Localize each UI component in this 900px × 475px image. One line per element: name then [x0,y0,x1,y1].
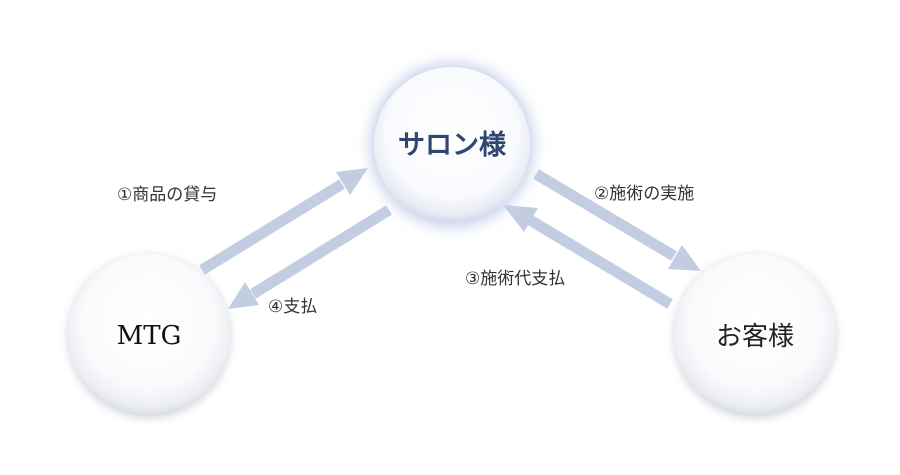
mtg-circle [68,254,230,416]
edge-label-treatment: ②施術の実施 [594,184,694,204]
arrow-treatment-payment [503,205,673,309]
customer-circle [674,254,836,416]
node-mtg: MTG [67,254,231,419]
edge-label-treatment-payment: ③施術代支払 [465,269,565,289]
arrow-payment [228,205,392,309]
arrow-treatment [533,169,701,271]
salon-circle [374,67,530,223]
node-salon: サロン様 [370,63,534,227]
edge-label-payment: ④支払 [268,297,317,317]
edge-label-lend: ①商品の貸与 [117,185,217,205]
node-customer: お客様 [673,254,837,419]
customer-label: お客様 [716,322,794,352]
arrow-lend [199,168,368,275]
salon-label: サロン様 [398,130,507,161]
mtg-label: MTG [117,321,182,351]
